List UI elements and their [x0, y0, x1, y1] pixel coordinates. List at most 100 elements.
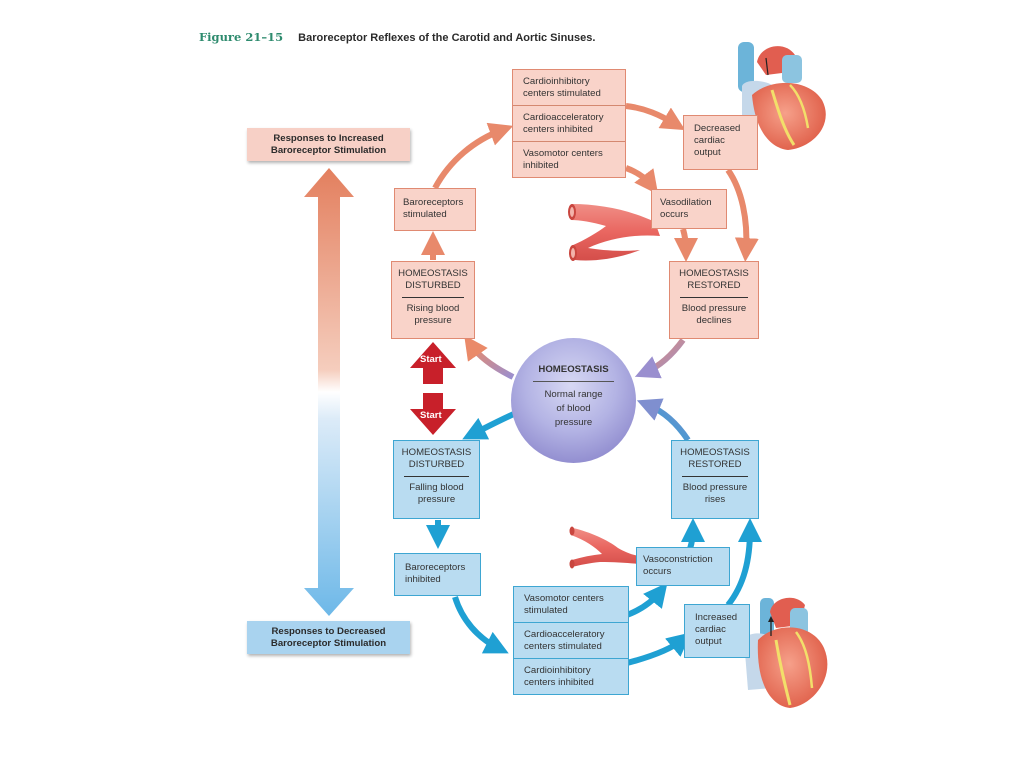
upper-disturbed-title1: HOMEOSTASIS	[398, 268, 468, 279]
arrow-centers-to-cardiac	[625, 103, 686, 131]
arrow-vasomotor-to-vasoconstriction	[625, 582, 668, 618]
cell-line2: inhibited	[523, 160, 559, 171]
arrow-cardiac-to-restored-lower	[725, 518, 762, 607]
upper-disturbed-title2: DISTURBED	[405, 280, 461, 291]
cell-line2: centers inhibited	[524, 677, 594, 688]
arrow-homeostasis-to-falling	[462, 410, 518, 440]
responses-increased-label: Responses to Increased Baroreceptor Stim…	[247, 128, 410, 161]
cell-line1: Cardioinhibitory	[523, 76, 590, 87]
divider	[533, 381, 614, 382]
arrow-cardioacc-to-cardiac	[626, 632, 692, 666]
start-up-arrow	[410, 342, 456, 384]
vasodilation-line2: occurs	[660, 209, 689, 220]
upper-restored-desc1: Blood pressure	[681, 303, 747, 314]
homeostasis-title: HOMEOSTASIS	[538, 364, 609, 375]
arrow-baroreceptors-to-centers	[432, 122, 514, 190]
cardiac-line2: cardiac	[695, 624, 726, 635]
lower-loop-arrows	[426, 398, 762, 666]
arrow-homeostasis-to-rising	[464, 335, 515, 380]
responses-decreased-label: Responses to Decreased Baroreceptor Stim…	[247, 621, 410, 654]
stimulation-range-arrow	[304, 168, 354, 616]
arrow-vasomotor-to-vasodilation	[624, 165, 659, 195]
lower-restored-title1: HOMEOSTASIS	[680, 447, 750, 458]
lower-disturbed-desc1: Falling blood	[409, 482, 464, 493]
cell-line1: Vasomotor centers	[523, 148, 603, 159]
cardioacceleratory-inhibited-cell: Cardioacceleratory centers inhibited	[513, 106, 625, 142]
vasoconstriction-box: Vasoconstriction occurs	[636, 547, 730, 586]
cell-line1: Cardioacceleratory	[524, 629, 605, 640]
lower-disturbed-desc2: pressure	[417, 494, 456, 505]
vasomotor-inhibited-cell: Vasomotor centers inhibited	[513, 142, 625, 177]
figure-number: Figure 21–15	[199, 30, 284, 44]
arrow-cardiac-to-restored	[725, 168, 759, 262]
cardioacceleratory-stimulated-cell: Cardioacceleratory centers stimulated	[514, 623, 628, 659]
figure-title: Figure 21–15 Baroreceptor Reflexes of th…	[199, 30, 595, 44]
lower-restored-desc1: Blood pressure	[682, 482, 748, 493]
arrow-vasodilation-to-restored	[673, 228, 698, 262]
cell-line1: Vasomotor centers	[524, 593, 604, 604]
lower-homeostasis-restored-box: HOMEOSTASIS RESTORED Blood pressure rise…	[671, 440, 759, 519]
upper-centers-stack: Cardioinhibitory centers stimulated Card…	[512, 69, 626, 178]
homeostasis-line3: pressure	[554, 417, 593, 428]
divider	[402, 297, 464, 298]
lower-restored-desc2: rises	[704, 494, 726, 505]
baroreceptors-inhibited-line2: inhibited	[405, 574, 441, 585]
cardiac-line3: output	[695, 636, 722, 647]
homeostasis-circle: HOMEOSTASIS Normal range of blood pressu…	[511, 338, 636, 463]
heart-illustration-lower	[744, 597, 828, 708]
upper-restored-desc2: declines	[696, 315, 732, 326]
responses-decreased-line1: Responses to Decreased	[271, 626, 386, 637]
vasodilation-line1: Vasodilation	[660, 197, 712, 208]
lower-disturbed-title1: HOMEOSTASIS	[401, 447, 472, 458]
constricted-vessel-illustration	[569, 526, 640, 569]
lower-homeostasis-disturbed-box: HOMEOSTASIS DISTURBED Falling blood pres…	[393, 440, 480, 519]
start-label-down: Start	[420, 410, 442, 421]
cardioinhibitory-stimulated-cell: Cardioinhibitory centers stimulated	[513, 70, 625, 106]
lower-restored-title2: RESTORED	[688, 459, 742, 470]
cell-line2: stimulated	[524, 605, 568, 616]
upper-homeostasis-restored-box: HOMEOSTASIS RESTORED Blood pressure decl…	[669, 261, 759, 339]
baroreceptors-stimulated-line2: stimulated	[403, 209, 447, 220]
start-label-up: Start	[420, 354, 442, 365]
upper-homeostasis-disturbed-box: HOMEOSTASIS DISTURBED Rising blood press…	[391, 261, 475, 339]
divider	[404, 476, 469, 477]
arrow-restored-to-homeostasis-lower	[636, 398, 691, 442]
cell-line2: centers stimulated	[523, 88, 601, 99]
divider	[682, 476, 748, 477]
lower-centers-stack: Vasomotor centers stimulated Cardioaccel…	[513, 586, 629, 695]
cell-line2: centers inhibited	[523, 124, 593, 135]
responses-increased-line2: Baroreceptor Stimulation	[270, 145, 387, 156]
start-down-arrow	[410, 393, 456, 435]
lower-disturbed-title2: DISTURBED	[408, 459, 465, 470]
responses-decreased-line2: Baroreceptor Stimulation	[270, 638, 387, 649]
baroreceptors-stimulated-line1: Baroreceptors	[403, 197, 464, 208]
figure-caption: Baroreceptor Reflexes of the Carotid and…	[298, 32, 596, 44]
baroreceptors-inhibited-line1: Baroreceptors	[405, 562, 466, 573]
cardiac-line1: Decreased	[694, 123, 741, 134]
cardioinhibitory-inhibited-cell: Cardioinhibitory centers inhibited	[514, 659, 628, 694]
responses-increased-line1: Responses to Increased	[273, 133, 384, 144]
cell-line1: Cardioinhibitory	[524, 665, 591, 676]
vasoconstriction-line2: occurs	[643, 566, 672, 577]
arrow-restored-to-homeostasis	[634, 338, 686, 379]
vasoconstriction-line1: Vasoconstriction	[643, 554, 713, 565]
homeostasis-line2: of blood	[556, 403, 591, 414]
decreased-cardiac-output-box: Decreased cardiac output	[683, 115, 758, 170]
vasomotor-stimulated-cell: Vasomotor centers stimulated	[514, 587, 628, 623]
upper-loop-arrows	[421, 103, 759, 380]
homeostasis-line1: Normal range	[544, 389, 603, 400]
dilated-vessel-illustration	[568, 204, 660, 261]
start-arrows	[410, 342, 456, 435]
cardiac-line2: cardiac	[694, 135, 725, 146]
increased-cardiac-output-box: Increased cardiac output	[684, 604, 750, 658]
vasodilation-box: Vasodilation occurs	[651, 189, 727, 229]
cardiac-line3: output	[694, 147, 721, 158]
heart-illustration-upper	[738, 42, 826, 150]
arrow-baroreceptors-to-centers-lower	[452, 596, 509, 654]
baroreceptors-stimulated-box: Baroreceptors stimulated	[394, 188, 476, 231]
baroreceptors-inhibited-box: Baroreceptors inhibited	[394, 553, 481, 596]
upper-restored-title2: RESTORED	[687, 280, 741, 291]
cell-line2: centers stimulated	[524, 641, 602, 652]
upper-disturbed-desc2: pressure	[414, 315, 452, 326]
